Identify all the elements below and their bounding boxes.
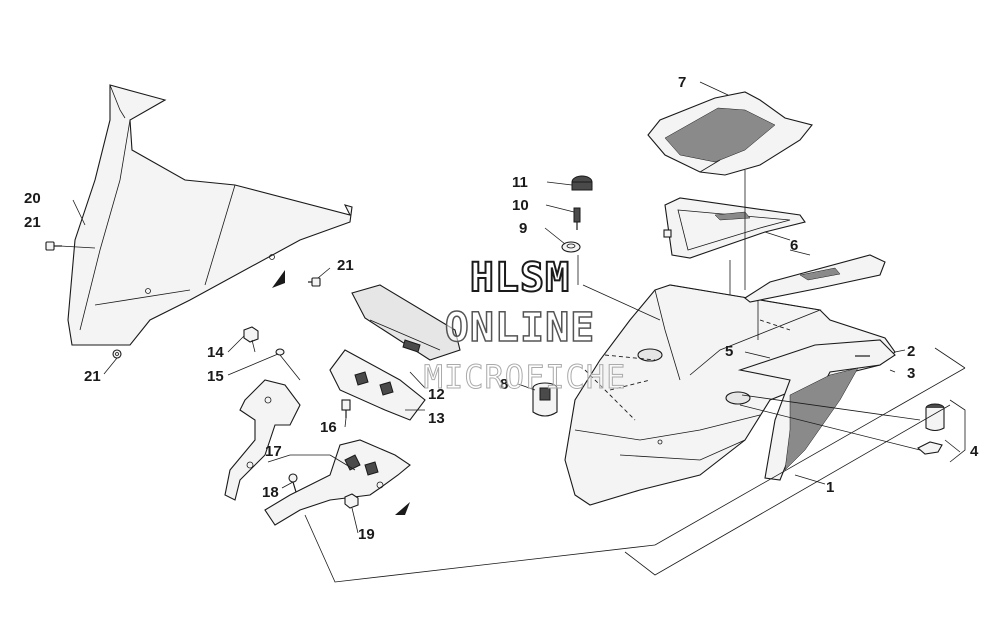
callout-11: 11 [512,174,528,191]
nut-14[interactable] [243,326,259,343]
vent-cover-lower[interactable] [744,254,886,303]
callout-9: 9 [519,220,527,237]
screw-18[interactable] [288,473,298,493]
storage-tray[interactable] [647,91,813,176]
vent-cover-upper[interactable] [663,197,806,259]
callout-labels: 1 2 3 4 5 6 7 8 9 10 11 12 13 14 15 16 1… [24,74,979,543]
callout-17: 17 [265,443,282,460]
callout-7: 7 [678,74,686,91]
callout-10: 10 [512,197,529,214]
bolt-16[interactable] [341,399,351,418]
screw-21-right[interactable] [308,277,321,287]
callout-20: 20 [24,190,41,207]
direction-arrow-bracket [395,502,410,515]
nut-19[interactable] [344,493,359,509]
callout-14: 14 [207,344,224,361]
callout-21-bottom: 21 [84,368,101,385]
grille-panel[interactable] [737,339,896,481]
callout-6: 6 [790,237,798,254]
front-console[interactable] [564,284,896,506]
leader-lines [59,81,966,583]
callout-21-left: 21 [24,214,41,231]
direction-arrow-left [272,270,285,288]
ignition-nut-9[interactable] [561,241,581,253]
callout-12: 12 [428,386,445,403]
callout-8: 8 [500,376,508,393]
callout-13: 13 [428,410,445,427]
instrument-housing[interactable] [351,284,461,361]
callout-18: 18 [262,484,279,501]
callout-1: 1 [826,479,834,496]
callout-2: 2 [907,343,915,360]
ignition-switch[interactable] [532,382,558,417]
callout-19: 19 [358,526,375,543]
callout-4: 4 [970,443,979,460]
callout-15: 15 [207,368,224,385]
screw-21-left[interactable] [45,241,62,251]
windshield[interactable] [67,84,353,346]
callout-16: 16 [320,419,337,436]
washer-21-bottom[interactable] [112,349,122,359]
mounting-bracket-lower[interactable] [264,439,411,526]
accessory-plug[interactable] [917,403,945,455]
callout-3: 3 [907,365,915,382]
callout-5: 5 [725,343,733,360]
mounting-bracket-upper[interactable] [224,379,301,501]
ignition-key-10[interactable] [573,207,581,230]
key-cap-11[interactable] [571,175,593,191]
callout-21-right: 21 [337,257,354,274]
